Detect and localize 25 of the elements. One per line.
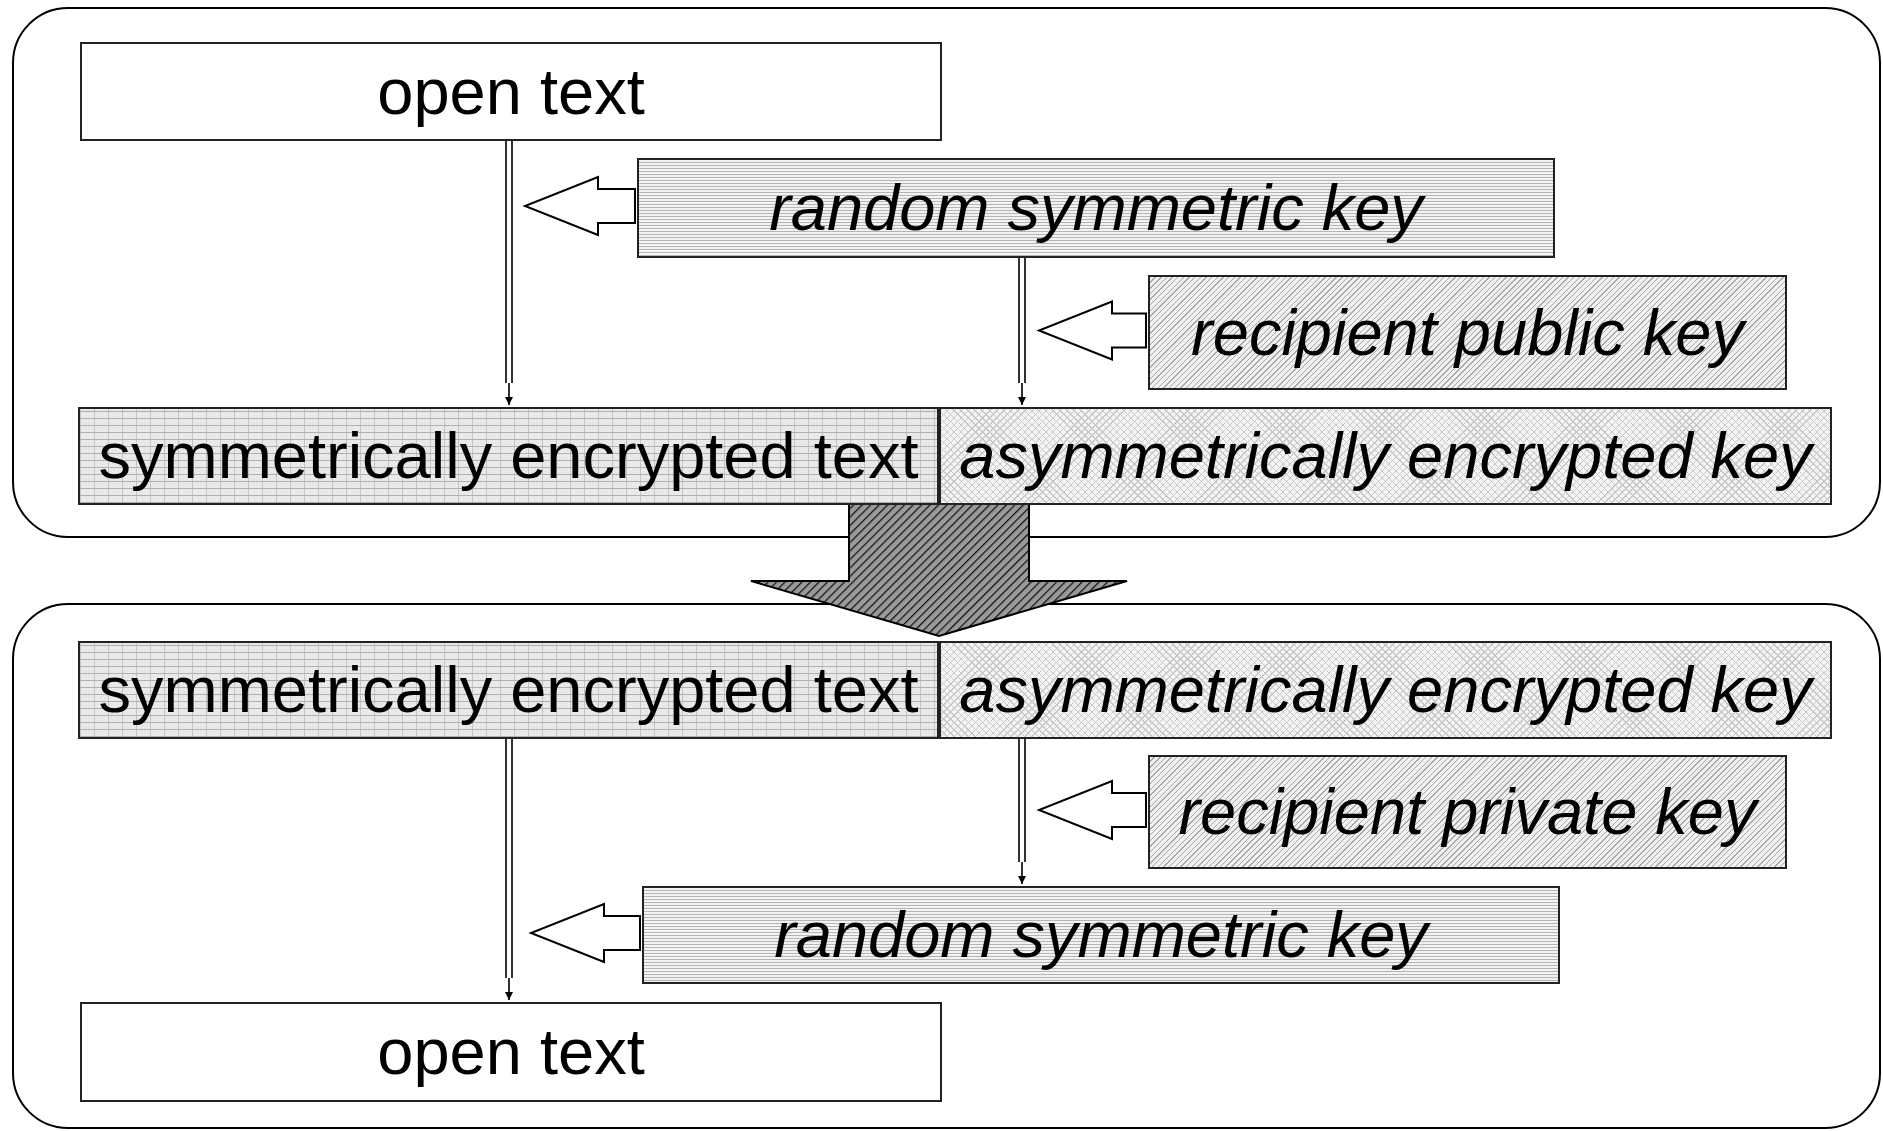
text-box <box>78 407 939 505</box>
arrow <box>528 902 641 964</box>
box-label: symmetrically encrypted text <box>98 420 919 492</box>
arrow <box>1018 255 1026 406</box>
arrow <box>505 736 513 1001</box>
arrow <box>1036 300 1147 361</box>
box-label: open text <box>377 55 645 128</box>
text-box <box>939 407 1832 505</box>
text-box <box>642 886 1560 984</box>
text-box <box>637 158 1555 258</box>
box-label: symmetrically encrypted text <box>98 654 919 726</box>
arrow <box>1018 736 1026 885</box>
arrow <box>505 138 513 406</box>
text-box <box>1148 275 1787 390</box>
arrow <box>522 175 636 237</box>
rounded-panel <box>12 603 1881 1129</box>
arrow <box>1036 779 1147 841</box>
text-box <box>1148 755 1787 869</box>
box-label: open text <box>377 1016 645 1088</box>
text-box <box>939 641 1832 739</box>
arrow <box>750 503 1128 638</box>
rounded-panel <box>12 7 1881 538</box>
text-box <box>80 42 942 141</box>
text-box <box>80 1002 942 1102</box>
text-box <box>78 641 939 739</box>
